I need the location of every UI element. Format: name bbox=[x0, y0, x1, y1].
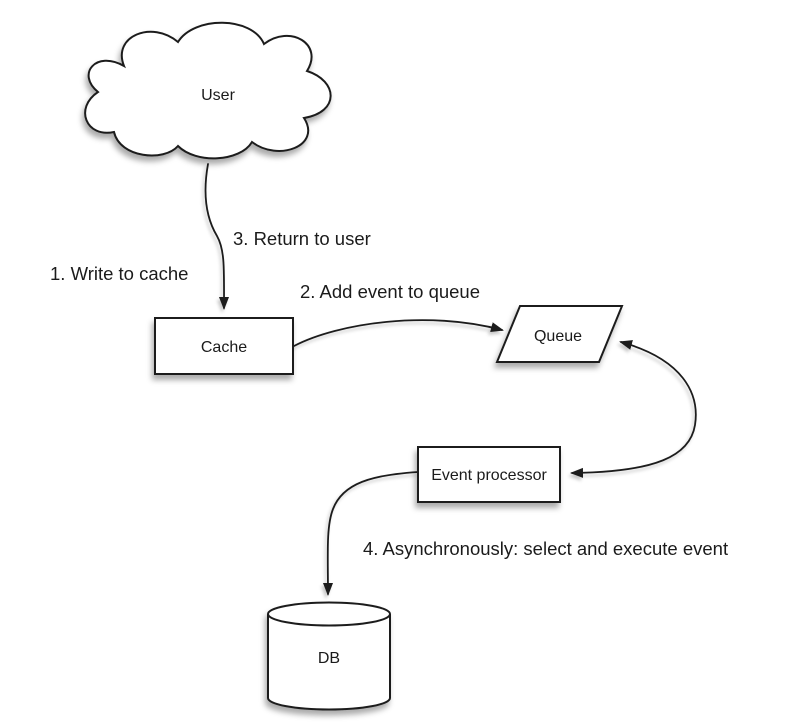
edge-user-to-cache bbox=[204, 163, 230, 310]
queue-label: Queue bbox=[534, 328, 582, 345]
user-cloud-shape bbox=[84, 21, 332, 160]
user-label: User bbox=[201, 87, 235, 104]
db-cylinder bbox=[267, 601, 391, 711]
shapes-layer bbox=[84, 21, 624, 711]
edge-labels-layer: 1. Write to cache 3. Return to user 2. A… bbox=[50, 228, 728, 559]
step3-label: 3. Return to user bbox=[233, 228, 371, 249]
cache-label: Cache bbox=[201, 339, 247, 356]
db-cylinder-body bbox=[267, 614, 391, 711]
event-processor-label: Event processor bbox=[431, 467, 547, 484]
db-cylinder-top bbox=[267, 601, 391, 627]
edge-eventprocessor-to-db bbox=[322, 471, 419, 596]
event-processor-box bbox=[417, 446, 561, 503]
step1-label: 1. Write to cache bbox=[50, 263, 188, 284]
edges-layer bbox=[204, 163, 697, 596]
edge-queue-eventprocessor-bidirectional bbox=[570, 340, 697, 478]
step2-label: 2. Add event to queue bbox=[300, 281, 480, 302]
db-label: DB bbox=[318, 650, 340, 667]
cache-box bbox=[154, 317, 294, 375]
node-labels-layer: User Cache Queue Event processor DB bbox=[201, 87, 582, 667]
queue-parallelogram bbox=[495, 305, 624, 363]
step4-label: 4. Asynchronously: select and execute ev… bbox=[363, 538, 728, 559]
edge-cache-to-queue bbox=[293, 319, 504, 347]
